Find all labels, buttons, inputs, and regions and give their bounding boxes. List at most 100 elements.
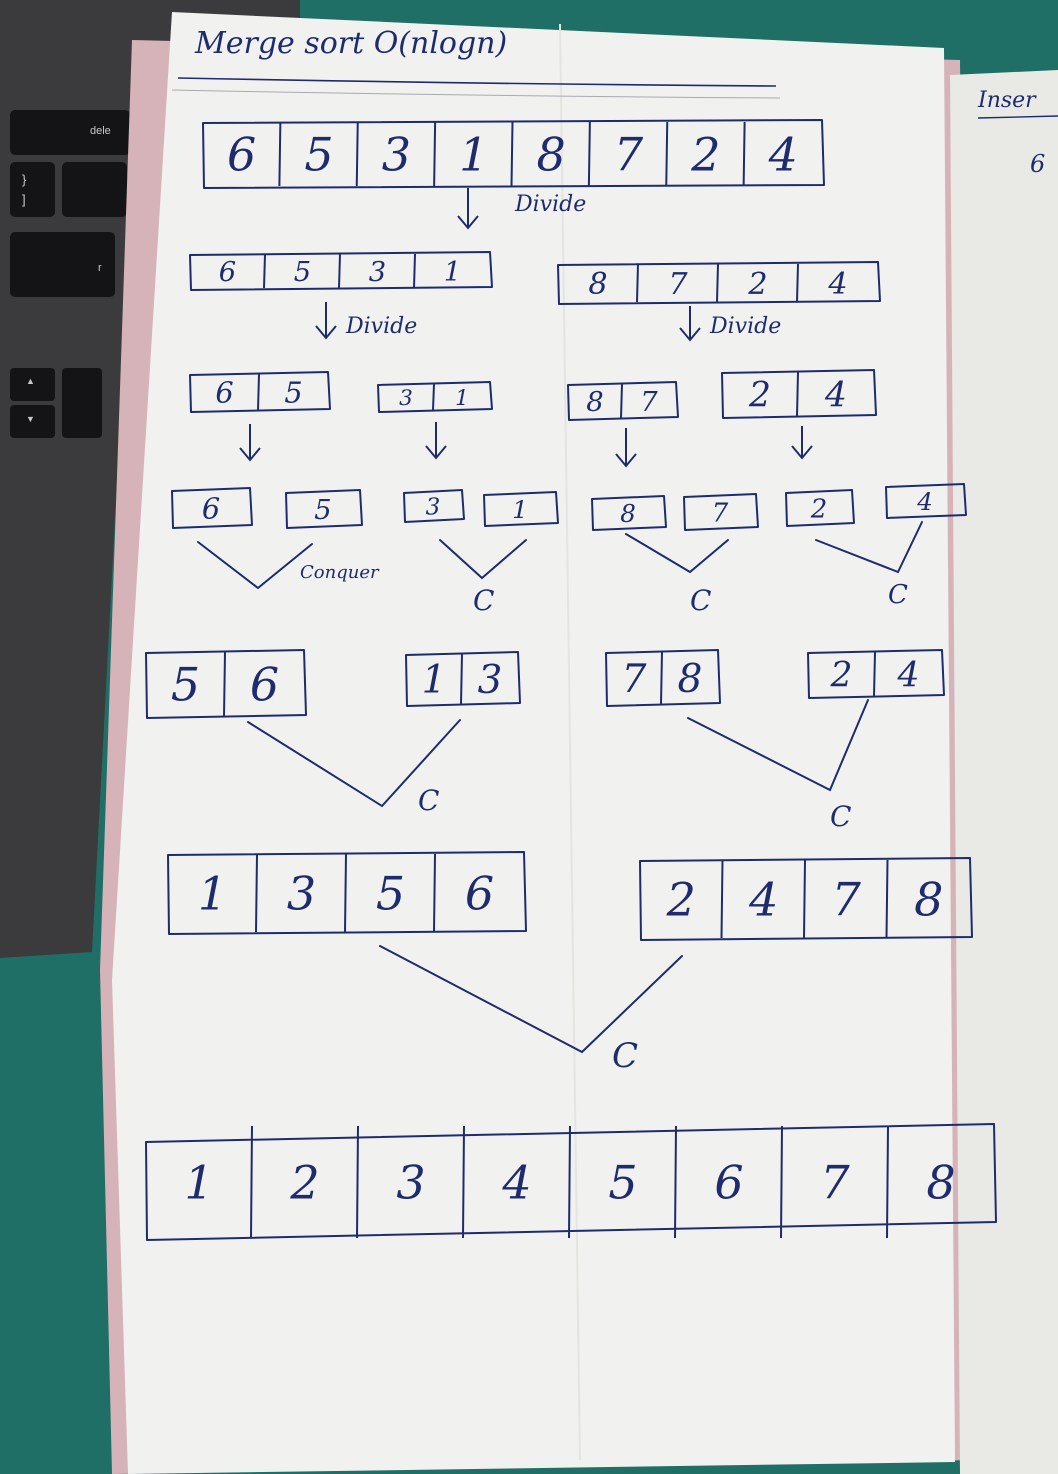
c-label-1: C <box>473 584 495 617</box>
array-cell-value: 1 <box>184 1156 213 1210</box>
cell-divider <box>636 263 639 303</box>
cell-divider <box>510 121 514 187</box>
cell-divider <box>568 1125 571 1239</box>
cell-divider <box>413 253 416 289</box>
array-box <box>567 381 679 421</box>
cell-divider <box>278 121 282 187</box>
next-page-title-fragment: Inser <box>978 88 1036 113</box>
array-cell-value: 3 <box>426 494 441 520</box>
cell-divider <box>460 653 463 705</box>
array-cell-value: 2 <box>289 1156 319 1210</box>
array-box <box>639 857 973 941</box>
array-box <box>683 493 759 531</box>
array-box <box>285 489 363 529</box>
array-cell-value: 5 <box>314 495 331 526</box>
cell-divider <box>356 1125 359 1239</box>
array-cell-value: 2 <box>830 655 853 695</box>
array-box <box>557 261 881 305</box>
array-cell-value: 4 <box>897 655 920 695</box>
key-r-label: r <box>98 262 102 274</box>
laptop-key-shift <box>62 368 102 438</box>
cell-divider <box>620 383 623 419</box>
array-cell-value: 1 <box>444 257 461 288</box>
c-label-2: C <box>690 584 712 617</box>
array-box <box>202 119 825 189</box>
array-cell-value: 4 <box>827 267 847 302</box>
title-rule <box>171 89 781 99</box>
cell-divider <box>462 1125 465 1239</box>
array-cell-value: 5 <box>294 257 311 288</box>
array-cell-value: 8 <box>537 128 566 182</box>
key-bracket-label: ] <box>22 192 26 207</box>
array-cell-value: 3 <box>287 867 316 921</box>
array-level-3-0: 6 <box>171 487 253 529</box>
cell-divider <box>885 859 889 939</box>
cell-divider <box>780 1125 783 1239</box>
array-cell-value: 6 <box>250 658 279 712</box>
divide-label-1: Divide <box>515 192 587 217</box>
array-cell-value: 6 <box>465 867 494 921</box>
array-cell-value: 4 <box>824 375 847 415</box>
array-cell-value: 3 <box>396 1156 425 1210</box>
array-box <box>605 649 721 707</box>
array-cell-value: 6 <box>219 257 236 288</box>
laptop-key-pipe <box>62 162 127 217</box>
down-arrow <box>457 188 479 230</box>
array-cell-value: 1 <box>459 128 488 182</box>
cell-divider <box>803 859 806 939</box>
array-box <box>171 487 253 529</box>
array-cell-value: 4 <box>768 128 798 182</box>
array-box <box>483 491 559 527</box>
merge-stroke <box>815 521 923 574</box>
laptop-key-down <box>10 405 55 438</box>
array-cell-value: 1 <box>455 386 469 411</box>
laptop-key-up <box>10 368 55 401</box>
array-box <box>785 489 855 527</box>
array-cell-value: 8 <box>620 499 636 528</box>
cell-divider <box>250 1125 253 1239</box>
laptop-key-delete <box>10 110 130 155</box>
key-brace-label: } <box>22 172 27 187</box>
page-title: Merge sort O(nlogn) <box>195 26 508 61</box>
cell-divider <box>873 651 876 697</box>
array-cell-value: 7 <box>820 1156 850 1210</box>
cell-divider <box>433 853 436 933</box>
down-arrow <box>615 428 637 468</box>
cell-divider <box>720 859 724 939</box>
array-box <box>405 651 521 707</box>
merge-stroke <box>379 945 683 1054</box>
array-cell-value: 7 <box>622 657 647 702</box>
merge-stroke <box>197 541 313 590</box>
array-cell-value: 4 <box>748 873 778 927</box>
array-cell-value: 5 <box>284 375 302 409</box>
cell-divider <box>742 121 746 187</box>
down-arrow <box>791 426 813 460</box>
notebook-page <box>112 12 955 1474</box>
array-cell-value: 2 <box>748 375 771 415</box>
page-fold <box>559 23 581 1461</box>
cell-divider <box>223 651 226 717</box>
array-cell-value: 2 <box>666 873 696 927</box>
c-label-6: C <box>612 1036 639 1076</box>
array-cell-value: 7 <box>668 267 688 302</box>
array-cell-value: 5 <box>304 128 333 182</box>
array-level-3-2: 3 <box>403 489 465 523</box>
array-level-3-3: 1 <box>483 491 559 527</box>
array-box <box>189 371 331 413</box>
array-box <box>189 251 493 291</box>
array-cell-value: 7 <box>832 873 862 927</box>
array-cell-value: 8 <box>926 1156 955 1210</box>
down-arrow <box>315 302 337 340</box>
array-cell-value: 6 <box>215 375 233 409</box>
array-cell-value: 5 <box>376 867 405 921</box>
next-page-digit: 6 <box>1030 150 1046 178</box>
array-cell-value: 2 <box>810 494 827 524</box>
array-box <box>167 851 527 935</box>
array-box <box>721 369 877 419</box>
c-label-3: C <box>888 580 908 610</box>
